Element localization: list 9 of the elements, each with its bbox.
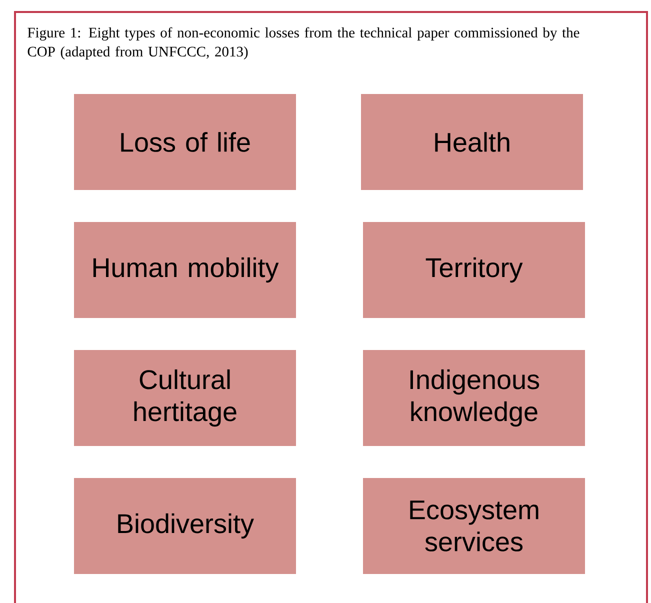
category-box: Loss of life: [74, 94, 296, 190]
figure-caption: Figure 1: Eight types of non-economic losses from the technical paper commissioned by the COP (adapted from UNFCCC, 2013): [28, 27, 580, 60]
category-box: Cultural hertitage: [74, 350, 296, 446]
category-box: Indigenous knowledge: [363, 350, 585, 446]
category-box: Biodiversity: [74, 478, 296, 574]
category-box: Ecosystem services: [363, 478, 585, 574]
category-box: Human mobility: [74, 222, 296, 318]
category-box: Territory: [363, 222, 585, 318]
category-box: Health: [361, 94, 583, 190]
